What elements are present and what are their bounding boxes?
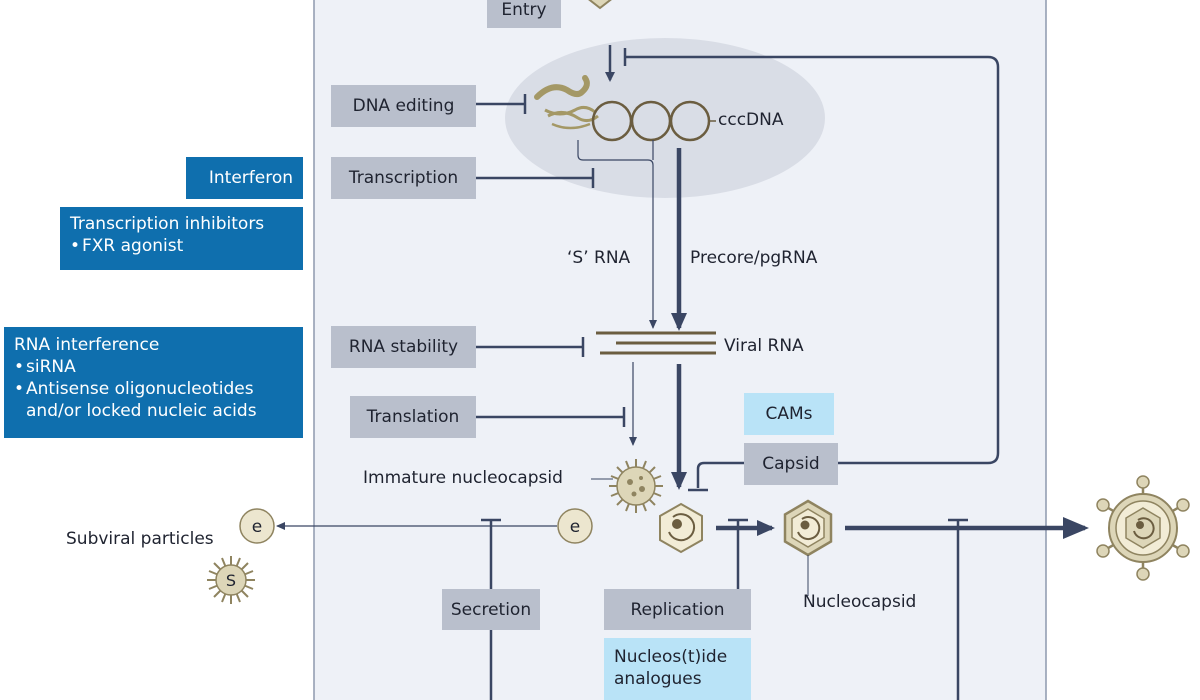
cccdna-circles (591, 100, 711, 142)
entry-box: Entry (487, 0, 561, 28)
transcription-box: Transcription (331, 157, 476, 199)
capsid-label: Capsid (762, 454, 820, 474)
e-antigen-icon-outer: e (239, 508, 275, 544)
e-symbol-outer: e (252, 517, 262, 537)
nucleocapsid-label: Nucleocapsid (803, 592, 917, 612)
fxr-agonist-item: FXR agonist (70, 235, 293, 257)
interferon-box: Interferon (186, 157, 303, 199)
nucleos-t-ide-analogues-box: Nucleos(t)ide analogues (604, 638, 751, 700)
interferon-label: Interferon (208, 168, 293, 188)
transcription-inhibitors-box: Transcription inhibitors FXR agonist (60, 207, 303, 270)
rna-stability-inhibition (476, 337, 585, 357)
replication-box: Replication (604, 589, 751, 630)
subviral-s-particle-icon: S (207, 556, 255, 604)
viral-rna-strands (596, 331, 716, 355)
transcription-inhibitors-title: Transcription inhibitors (70, 214, 265, 234)
immature-nucleocapsid-label: Immature nucleocapsid (363, 468, 563, 488)
release-inhibition (948, 518, 968, 700)
rna-interference-box: RNA interference siRNA Antisense oligonu… (4, 327, 303, 438)
nucleocapsid-icon (783, 499, 833, 596)
e-symbol-inner: e (570, 517, 580, 537)
antisense-item: Antisense oligonucleotides and/or locked… (14, 378, 293, 422)
transcription-label: Transcription (348, 168, 459, 188)
viral-rna-label: Viral RNA (724, 336, 804, 356)
nucleos-t-ide-analogues-label: Nucleos(t)ide analogues (614, 647, 728, 689)
released-virion-icon (1096, 475, 1190, 581)
capsid-box: Capsid (744, 443, 838, 485)
cams-box: CAMs (744, 393, 834, 435)
dna-editing-box: DNA editing (331, 85, 476, 127)
s-rna-arrow (577, 140, 657, 329)
dna-editing-label: DNA editing (352, 96, 455, 116)
cccdna-label: cccDNA (718, 110, 784, 130)
translation-box: Translation (350, 396, 476, 438)
entry-label: Entry (501, 0, 547, 20)
secretion-label: Secretion (450, 599, 532, 620)
capsid-inhibition (688, 461, 744, 492)
e-antigen-icon-inner: e (557, 508, 593, 544)
precore-pgrna-label: Precore/pgRNA (690, 248, 818, 268)
secretion-box: Secretion (442, 589, 540, 630)
transcription-inhibition (476, 168, 595, 188)
subviral-particles-label: Subviral particles (66, 529, 214, 549)
secretion-inhibition (481, 518, 501, 700)
replication-label: Replication (630, 599, 725, 620)
rna-interference-title: RNA interference (14, 335, 160, 355)
recycling-feedback (625, 55, 1000, 465)
cams-label: CAMs (765, 404, 813, 424)
s-rna-label: ‘S’ RNA (567, 248, 631, 268)
translation-label: Translation (366, 407, 460, 427)
sirna-item: siRNA (14, 356, 293, 378)
replication-inhibition (728, 518, 748, 590)
dna-editing-inhibition (476, 94, 527, 114)
s-symbol: S (226, 571, 236, 590)
capsid-hexagon-icon (659, 502, 703, 554)
translation-inhibition (476, 407, 626, 427)
rna-stability-box: RNA stability (331, 326, 476, 368)
rna-stability-label: RNA stability (348, 337, 459, 357)
immature-nucleocapsid-icon (591, 459, 663, 513)
entry-virus (588, 0, 612, 10)
